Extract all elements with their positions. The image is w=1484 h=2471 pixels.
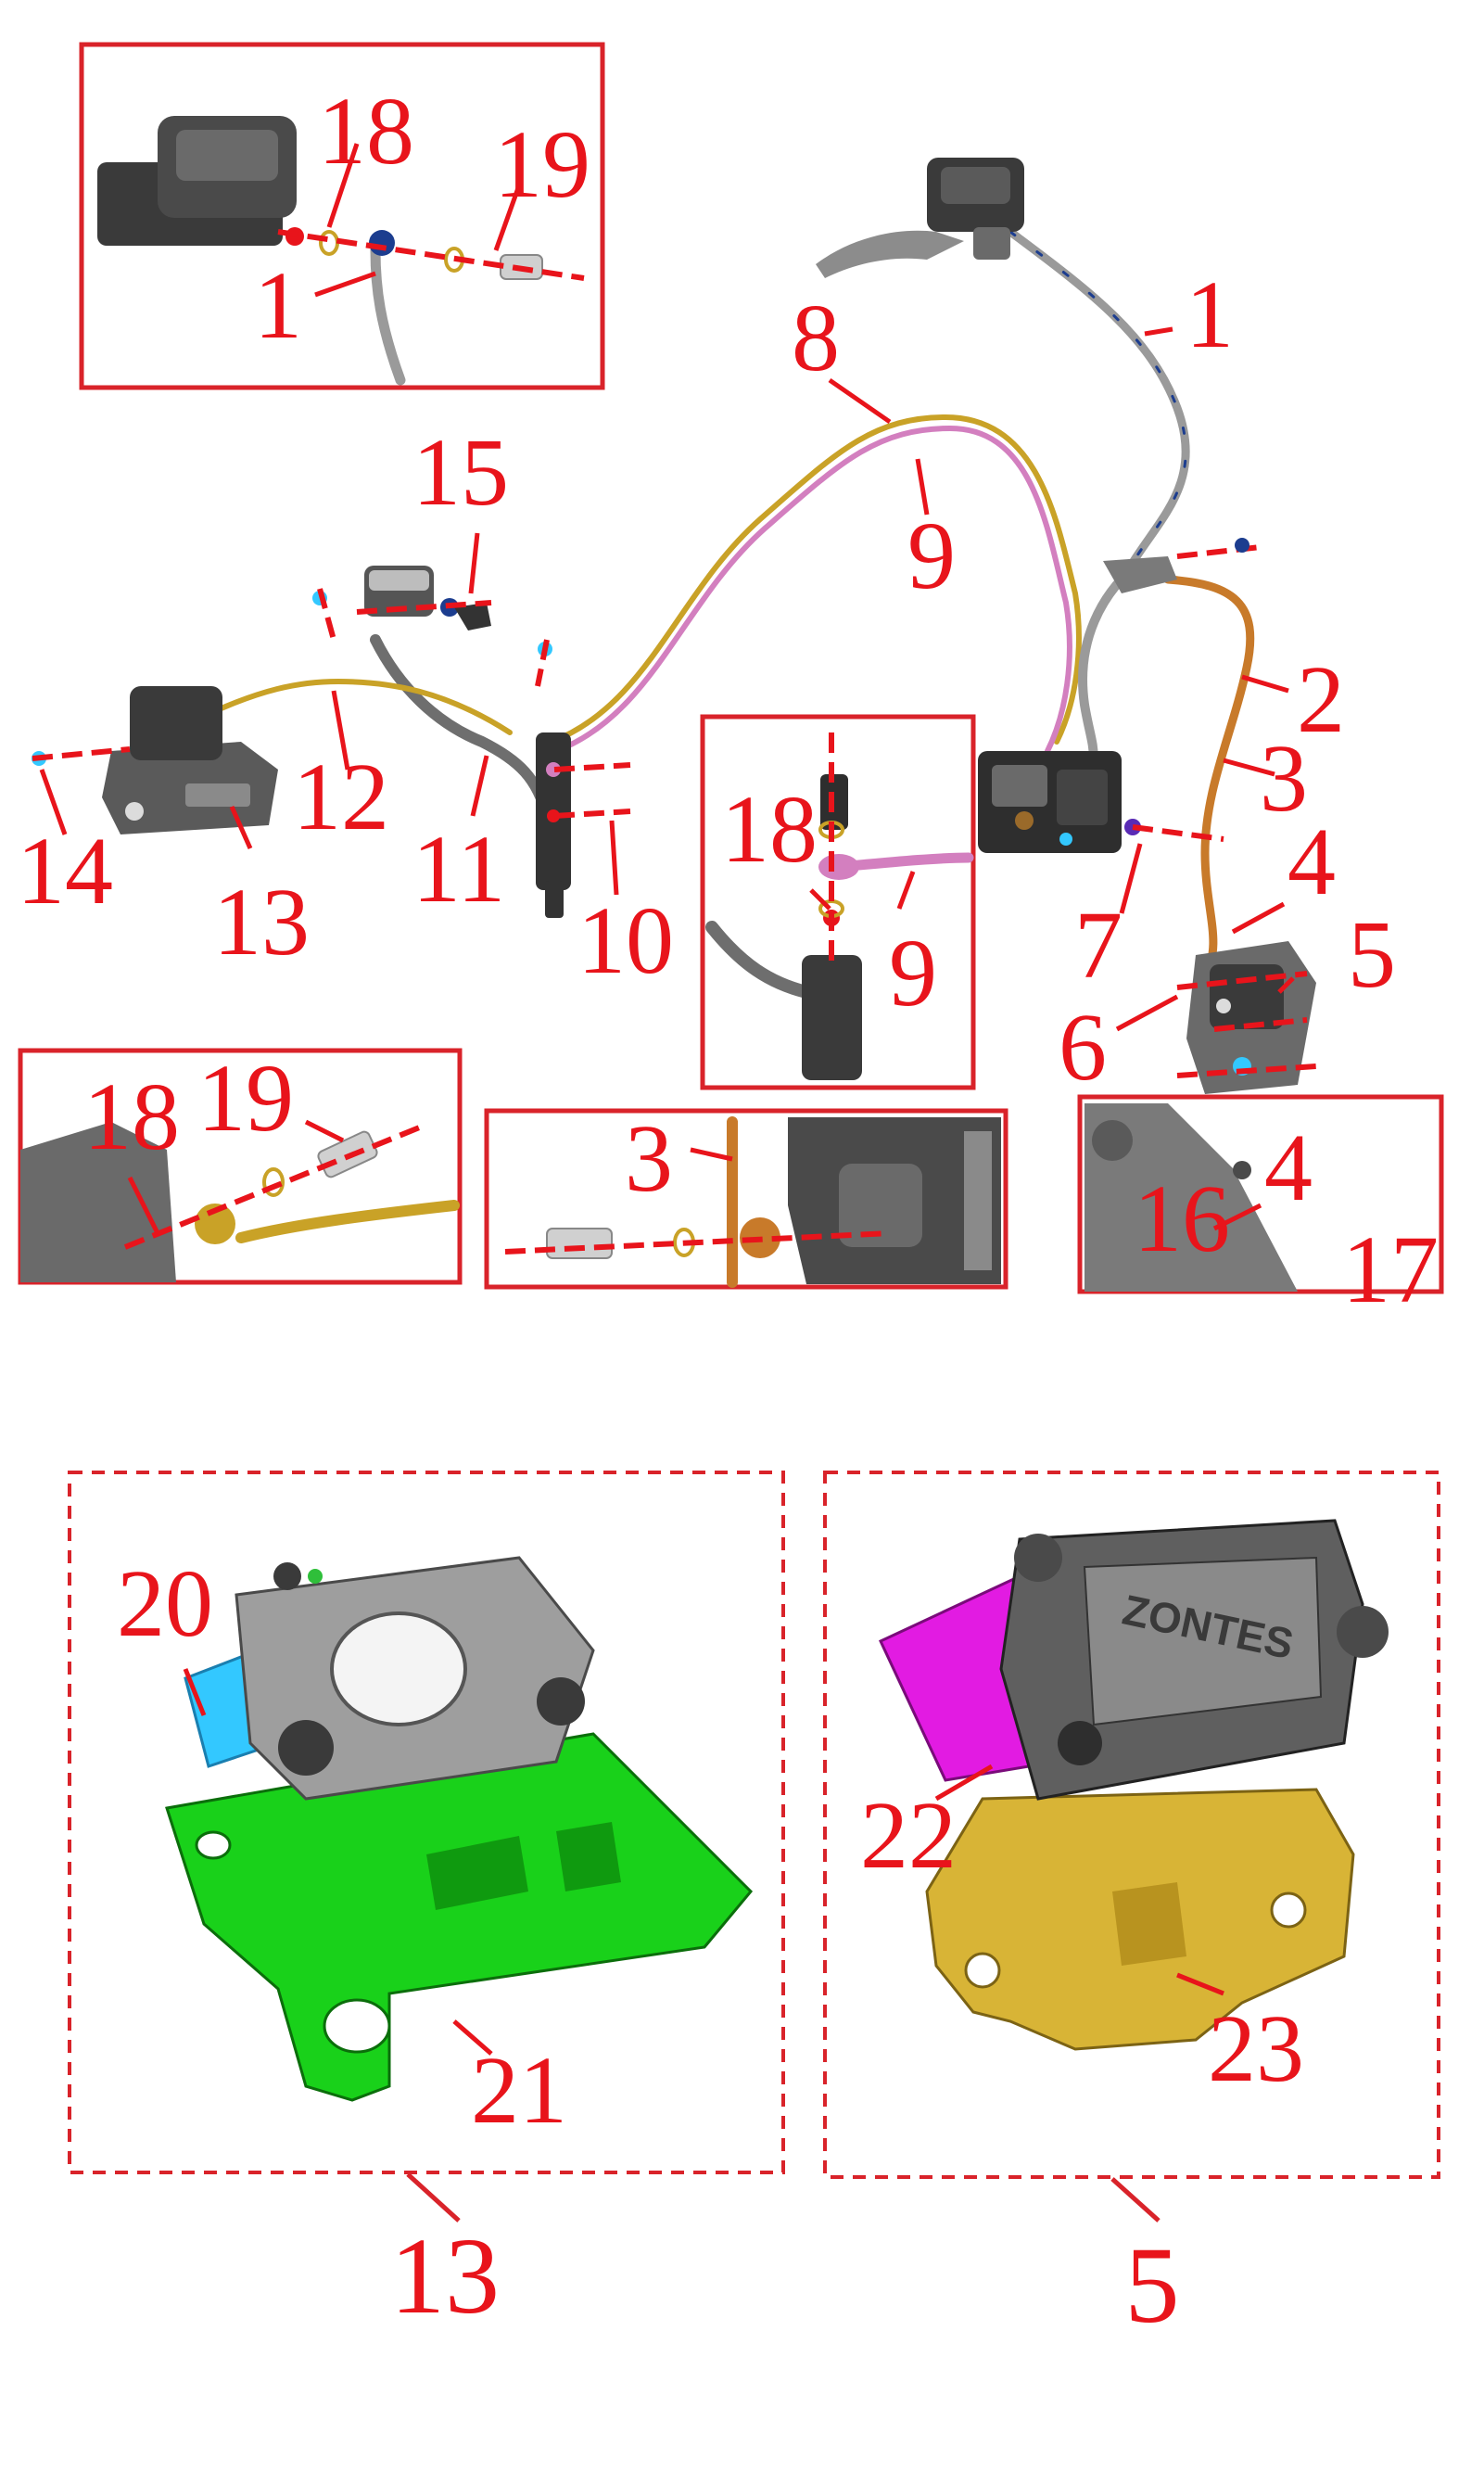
inset-front-master-cylinder: [79, 42, 605, 390]
callout-3-inset: 3: [625, 1105, 673, 1212]
callout-4-inset: 4: [1264, 1114, 1313, 1221]
hose-front-upper: [1006, 227, 1190, 570]
hose-12-gold: [206, 678, 513, 735]
callout-23: 23: [1208, 1995, 1304, 2102]
callout-13-subassembly: 13: [390, 2215, 500, 2337]
callout-11: 11: [412, 816, 506, 923]
rear-master-cylinder: [536, 732, 571, 918]
callout-4: 4: [1287, 809, 1336, 915]
hose-junction-bracket: [1103, 544, 1262, 593]
callout-18-inset-left: 18: [83, 1064, 180, 1170]
inset-hose-1: [370, 245, 406, 386]
callout-13: 13: [213, 869, 310, 975]
callout-12: 12: [293, 744, 389, 850]
callout-9-inset-mid: 9: [889, 920, 937, 1026]
inset-front-master-cylinder-body: [97, 116, 543, 280]
inset-hose-grey: [705, 921, 813, 999]
callout-17: 17: [1342, 1216, 1439, 1323]
callout-10: 10: [577, 887, 674, 994]
callout-1: 1: [1186, 261, 1234, 368]
callout-16: 16: [1134, 1165, 1230, 1272]
inset-front-caliper-body: [504, 1117, 1001, 1284]
callout-7: 7: [1074, 892, 1123, 999]
callout-18-inset-mid: 18: [721, 776, 818, 883]
callout-5-subassembly: 5: [1124, 2224, 1180, 2346]
exploded-axes: [32, 229, 1317, 1078]
front-master-cylinder: [816, 158, 1024, 278]
rear-caliper: [102, 686, 278, 834]
inset-rear-caliper-body: [20, 1122, 424, 1282]
hose-9-pink: [553, 425, 1072, 754]
callout-18-inset-top: 18: [318, 78, 414, 185]
inset-front-caliper-banjo: [484, 1108, 1008, 1290]
hose-8-gold: [549, 414, 1082, 745]
hoses: [206, 227, 1255, 1288]
callout-19-inset-left: 19: [197, 1045, 294, 1152]
callout-15: 15: [412, 419, 509, 526]
subassembly-5-caliper: ZONTES: [879, 1519, 1389, 2051]
hose-2-3-4-orange: [1163, 575, 1255, 978]
inset-caliper-detail-body: [1084, 1103, 1298, 1292]
callout-2: 2: [1297, 646, 1345, 753]
callout-3: 3: [1260, 725, 1308, 832]
callout-1-inset-top: 1: [254, 252, 302, 359]
inset-rear-master-cylinder: [700, 714, 976, 1090]
hose-abs-grey: [1078, 561, 1140, 765]
inset-frames: [18, 42, 1444, 1294]
callout-20: 20: [117, 1550, 213, 1657]
hose-11-grey: [370, 634, 552, 822]
subassembly-frame-5: [823, 1471, 1440, 2179]
callout-5: 5: [1348, 901, 1396, 1008]
front-caliper: [1186, 941, 1316, 1094]
rear-reservoir: [364, 566, 491, 630]
callout-21: 21: [471, 2037, 567, 2144]
callout-9: 9: [907, 503, 956, 609]
inset-hose-gold: [235, 1200, 460, 1243]
callout-14: 14: [17, 818, 113, 924]
components: ZONTES: [20, 116, 1389, 2102]
callout-8: 8: [792, 285, 840, 391]
callout-22: 22: [860, 1782, 957, 1889]
callout-19-inset-top: 19: [494, 111, 590, 218]
subassembly-frames: [68, 1471, 1440, 2179]
abs-modulator: [978, 751, 1122, 853]
leader-lines: [39, 143, 1295, 2056]
subassembly-leader-lines: [406, 2172, 1161, 2223]
callout-6: 6: [1059, 994, 1107, 1101]
subassembly-frame-13: [68, 1471, 785, 2174]
subassembly-13-caliper: [165, 1556, 754, 2102]
